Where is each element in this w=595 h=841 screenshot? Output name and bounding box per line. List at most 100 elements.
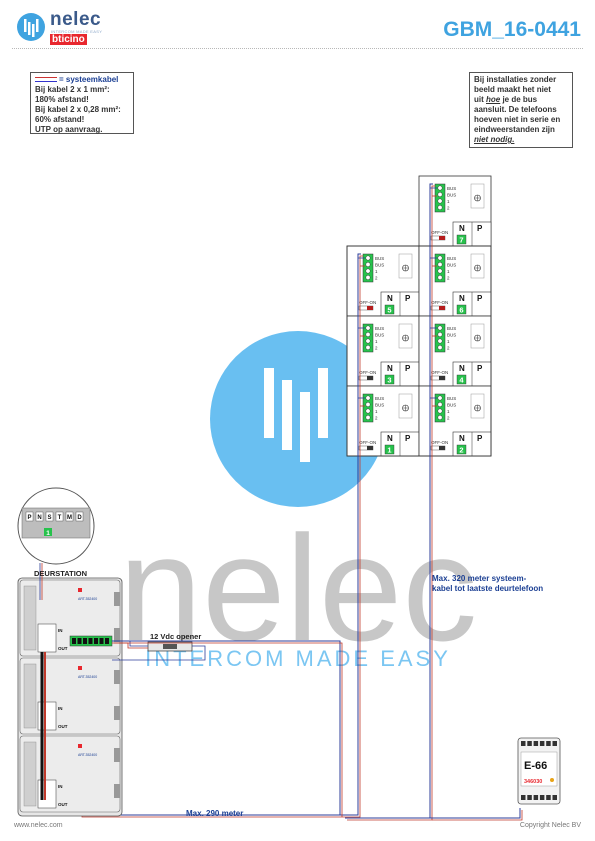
out-label: OUT [58,646,68,651]
off-on-label: OFF-ON [431,300,448,305]
terminal-label: 2 [447,276,450,281]
terminal-detail-pin [65,511,74,522]
terminal-block [362,393,374,423]
module-code: ART.352400 [78,675,97,679]
terminal-detail-pin [55,511,64,522]
terminal-screw-icon [365,255,371,261]
p-label: P [405,364,411,373]
document-id: GBM_16-0441 [443,18,581,41]
door-terminal-pin-icon [94,638,98,644]
installation-note-line: eindweerstanden zijn [474,125,555,134]
off-on-switch-knob [439,236,445,240]
in-label: IN [58,628,63,633]
bticino-mark [78,744,82,748]
cable-note-line: Bij kabel 2 x 1 mm²: [35,85,110,94]
module-clip [114,592,120,606]
in-label: IN [58,784,63,789]
bus-to-psu-red [432,810,523,821]
footer-copyright: Copyright Nelec BV [519,822,581,829]
terminal-screw-icon [437,395,443,401]
terminal-label: 2 [375,276,378,281]
off-on-switch-knob [367,446,373,450]
terminal-block [434,393,446,423]
terminal-screw-icon [437,402,443,407]
address-number: 2 [459,446,463,455]
terminal-label: 2 [447,206,450,211]
bticino-mark [78,588,82,592]
p-label: P [405,294,411,303]
terminal-screw-icon [365,402,371,407]
terminal-screw-icon [437,275,443,280]
p-label: P [477,294,483,303]
installation-note-line: hoeven niet in serie en [474,115,561,124]
terminal-screw-icon [437,338,443,344]
terminal-screw-icon [437,345,443,350]
terminal-label: 1 [447,269,450,274]
terminal-screw-icon [437,268,443,274]
bus-riser-col1-red [81,255,363,818]
module-side-rail [23,585,37,651]
address-number: 6 [459,306,463,315]
terminal-detail-pin-label: P [27,515,31,521]
opener-return-wire [112,645,206,661]
bus-door-to-riser-blue [112,640,341,815]
terminal-label: BUS [447,403,456,408]
terminal-block [362,323,374,353]
address-badge [456,374,467,385]
terminal-screw-icon [437,332,443,337]
terminal-detail-badge [44,528,52,536]
module-clip [114,628,120,642]
address-badge [384,444,395,455]
terminal-label: BUS [447,333,456,338]
psu-top-terminal-icon [546,741,551,746]
handset-button-cross [402,335,409,341]
watermark-logo-bars [264,368,328,462]
out-label: OUT [58,724,68,729]
off-on-label: OFF-ON [431,230,448,235]
address-number: 3 [387,376,391,385]
out-label: OUT [58,802,68,807]
p-label: P [477,434,483,443]
terminal-label: 1 [375,269,378,274]
terminal-detail-pin [45,511,54,522]
n-label: N [459,434,465,443]
installation-note-text: je de bus [500,95,538,104]
address-number: 4 [459,376,464,385]
installation-note-emphasis: hoe [486,95,501,104]
address-number: 7 [459,236,463,245]
address-badge [456,444,467,455]
off-on-switch-knob [439,376,445,380]
psu-top-terminal-icon [533,741,539,746]
system-cable-legend-line [35,77,57,83]
terminal-label: 1 [447,339,450,344]
door-station: INOUTART.352400INOUTART.352400INOUTART.3… [17,577,123,817]
bus-door-to-riser-red [114,642,343,817]
terminal-detail-pin [35,511,44,522]
handset-button-cross [474,405,481,411]
address-badge [456,304,467,315]
terminal-detail-pin-label: M [67,515,72,521]
terminal-block [434,253,446,283]
terminal-label: 2 [375,416,378,421]
handset-button-cross [402,405,409,411]
terminal-screw-icon [437,325,443,331]
bus-to-psu-blue [430,808,521,819]
watermark-tagline: INTERCOM MADE EASY [145,646,451,671]
module-clip [114,784,120,798]
terminal-detail-pin-label: T [58,515,62,521]
terminal-screw-icon [365,395,371,401]
installation-note: Bij installaties zonder beeld maakt het … [469,72,573,148]
handset-button-cross [402,265,409,271]
terminal-screw-icon [365,345,371,350]
terminal-screw-icon [437,192,443,197]
module-code: ART.352400 [78,753,97,757]
handset-button-cross [474,195,481,201]
n-label: N [387,294,393,303]
terminal-label: 2 [375,346,378,351]
terminal-label: 1 [375,409,378,414]
n-label: N [387,434,393,443]
handset-button-cross [474,265,481,271]
terminal-label: 1 [375,339,378,344]
